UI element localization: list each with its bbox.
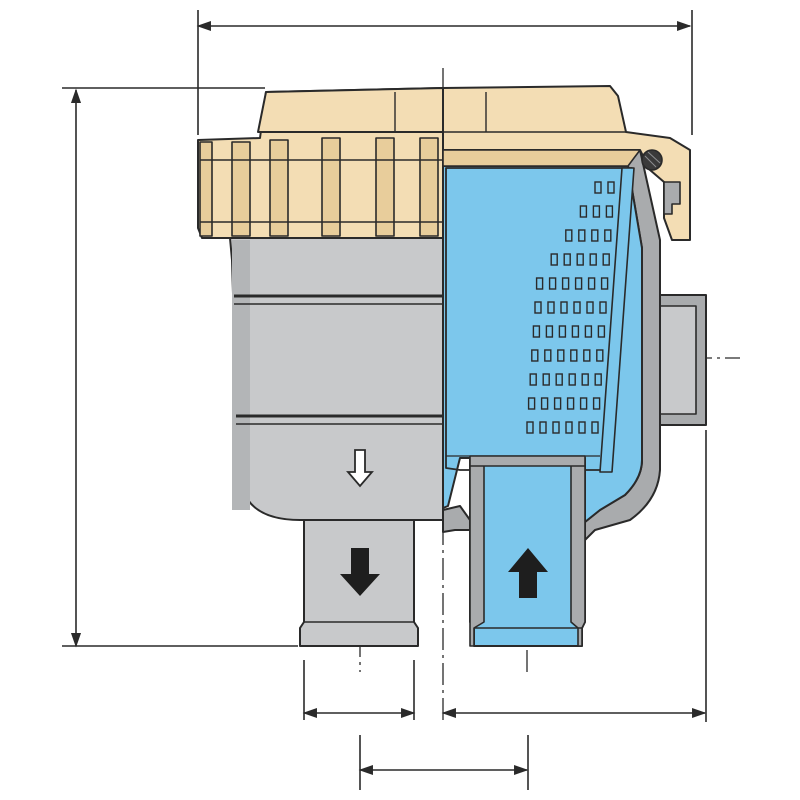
basket-slot bbox=[558, 325, 567, 338]
grip-rib bbox=[419, 137, 439, 237]
basket-slot bbox=[548, 277, 557, 290]
basket-slot bbox=[578, 421, 586, 434]
basket-slot bbox=[599, 301, 607, 314]
basket-slot bbox=[544, 349, 552, 362]
housing-exterior bbox=[229, 237, 444, 521]
basket-slot bbox=[596, 349, 604, 362]
basket-slot bbox=[545, 325, 554, 338]
basket-slot bbox=[578, 229, 586, 242]
dimension-lines bbox=[62, 10, 707, 790]
basket-slot bbox=[589, 253, 597, 266]
basket-slot bbox=[540, 397, 549, 410]
basket-slot bbox=[579, 397, 588, 410]
grip-rib bbox=[199, 141, 213, 237]
basket-slot bbox=[531, 349, 539, 362]
basket-slot bbox=[532, 325, 541, 338]
basket-slot bbox=[561, 277, 570, 290]
inlet-pipe-wall-right bbox=[570, 457, 586, 647]
basket-slot bbox=[576, 253, 584, 266]
inlet-pipe-lip bbox=[469, 455, 586, 467]
basket-slot bbox=[566, 397, 575, 410]
o-ring-hatch bbox=[644, 151, 661, 168]
basket-slot bbox=[607, 181, 615, 194]
basket-slot bbox=[560, 301, 568, 314]
basket-slot bbox=[557, 349, 565, 362]
grip-rib bbox=[375, 137, 395, 237]
inlet-pipe-wall-left bbox=[469, 457, 485, 647]
basket-slot bbox=[591, 229, 599, 242]
basket-slot bbox=[526, 421, 534, 434]
side-port-bore bbox=[659, 305, 697, 415]
grip-rib bbox=[269, 139, 289, 237]
basket-slot bbox=[592, 205, 601, 218]
basket-slot bbox=[579, 205, 588, 218]
basket-slot bbox=[574, 277, 583, 290]
basket-slot bbox=[553, 397, 562, 410]
basket-slot bbox=[570, 349, 578, 362]
basket-slot bbox=[565, 421, 573, 434]
basket-perforations bbox=[526, 181, 615, 434]
basket-slot bbox=[594, 181, 602, 194]
basket-slot bbox=[565, 229, 573, 242]
lid-grip-ribs bbox=[199, 137, 439, 237]
basket-slot bbox=[555, 373, 563, 386]
basket-slot bbox=[604, 229, 612, 242]
lid-section bbox=[442, 85, 691, 241]
bowl-floor-section bbox=[442, 505, 471, 533]
arrow-down-solid-icon bbox=[340, 548, 380, 596]
basket-slot bbox=[584, 325, 593, 338]
basket-slot bbox=[602, 253, 610, 266]
basket-slot bbox=[573, 301, 581, 314]
arrow-down-outline-icon bbox=[346, 449, 374, 488]
basket-slot bbox=[552, 421, 560, 434]
basket-slot bbox=[534, 301, 542, 314]
basket-slot bbox=[592, 397, 601, 410]
basket-slot bbox=[587, 277, 596, 290]
housing-shadow-left bbox=[232, 240, 250, 510]
basket-slot bbox=[594, 373, 602, 386]
basket-slot bbox=[547, 301, 555, 314]
o-ring-seal bbox=[641, 149, 663, 171]
basket-slot bbox=[527, 397, 536, 410]
arrow-up-solid-icon bbox=[508, 548, 548, 598]
basket-slot bbox=[542, 373, 550, 386]
lid-clamp-detail bbox=[663, 181, 681, 215]
basket-slot bbox=[597, 325, 606, 338]
lid-top-cap bbox=[257, 87, 444, 133]
basket-slot bbox=[600, 277, 609, 290]
basket-wall bbox=[599, 167, 635, 473]
grip-rib bbox=[321, 137, 341, 237]
basket-slot bbox=[550, 253, 558, 266]
basket-slot bbox=[539, 421, 547, 434]
lid-inner-rim bbox=[442, 149, 641, 167]
basket-slot bbox=[586, 301, 594, 314]
section-half bbox=[442, 85, 707, 647]
basket-slot bbox=[563, 253, 571, 266]
exterior-half bbox=[197, 87, 444, 647]
basket-slot bbox=[535, 277, 544, 290]
basket-slot bbox=[581, 373, 589, 386]
grip-rib bbox=[231, 141, 251, 237]
basket-slot bbox=[583, 349, 591, 362]
basket-slot bbox=[591, 421, 599, 434]
basket-slot bbox=[568, 373, 576, 386]
basket-slot bbox=[605, 205, 614, 218]
basket-slot bbox=[571, 325, 580, 338]
basket-slot bbox=[529, 373, 537, 386]
